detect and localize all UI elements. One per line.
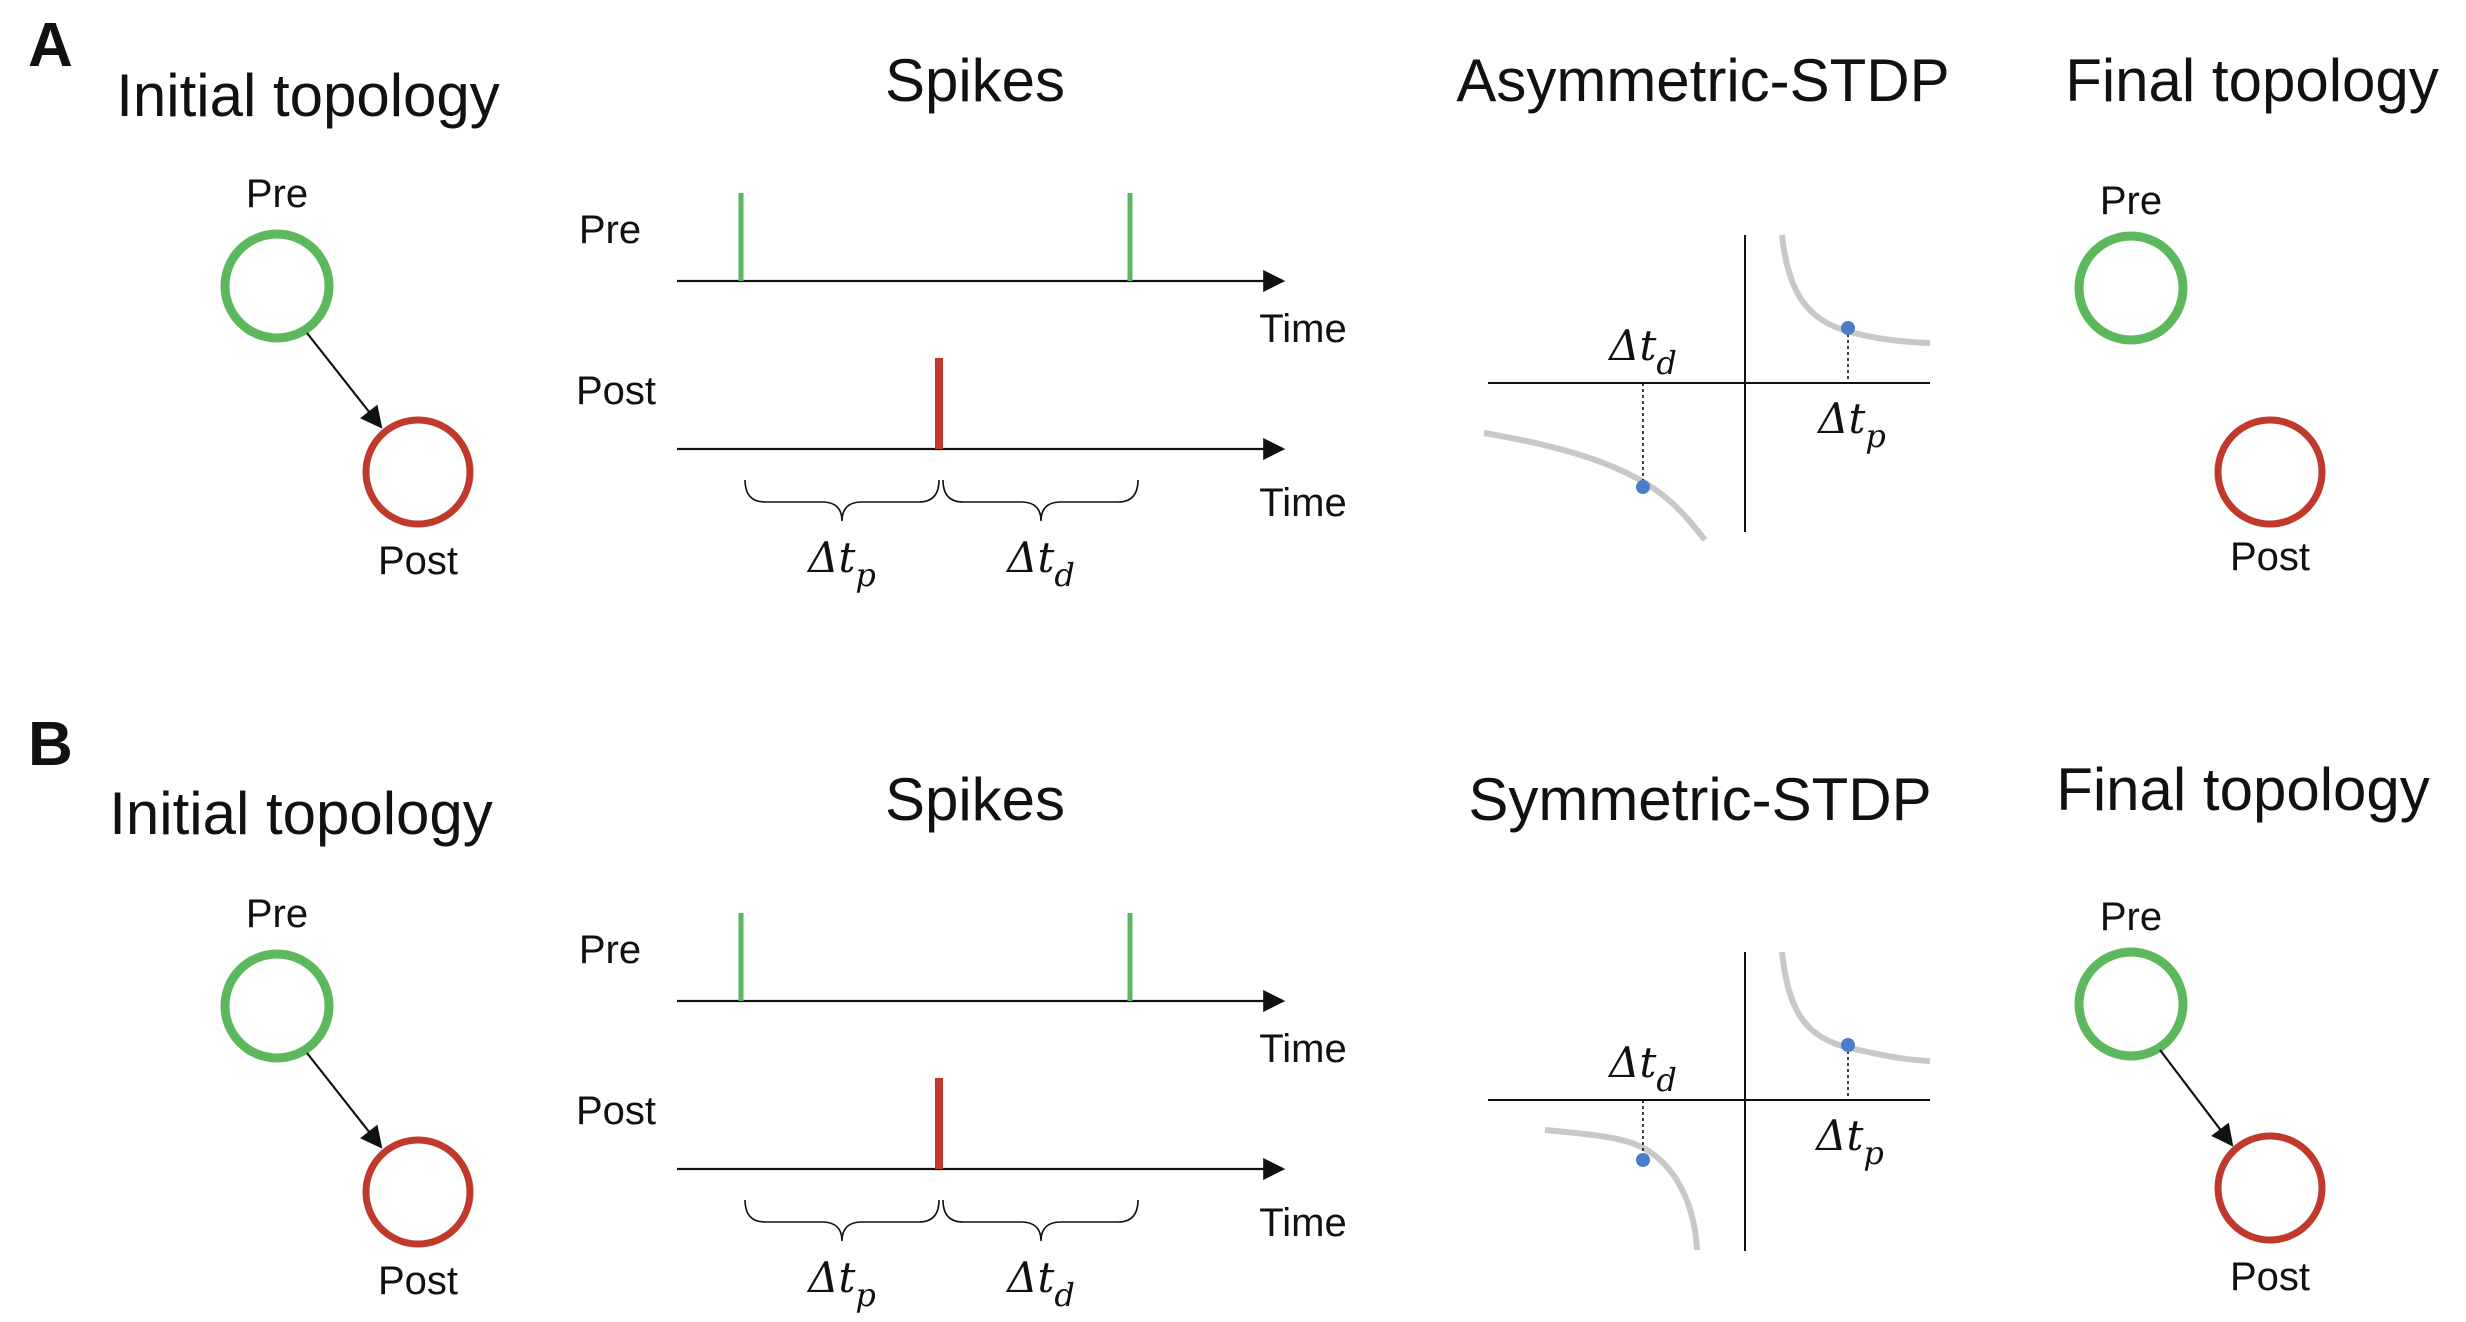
stdp-title: Asymmetric-STDP [1456,47,1949,114]
initial-topology-title: Initial topology [109,780,493,847]
post-neuron [362,1136,474,1248]
pre-row-label: Pre [579,928,641,972]
final-topology-title: Final topology [2056,756,2430,823]
post-label: Post [378,539,458,583]
stdp-dtp-label: Δtp [1814,1111,1884,1172]
time-label: Time [1259,481,1346,525]
post-neuron [2214,416,2326,528]
initial-topology-title: Initial topology [116,62,500,129]
final-topology: Final topology Pre Post [2065,47,2439,579]
initial-topology: Initial topology Pre Post [109,780,493,1303]
dtd-label: Δtd [1005,1253,1075,1314]
pre-label: Pre [246,892,308,936]
synapse-arrow [306,332,383,429]
time-label: Time [1259,307,1346,351]
dtd-brace [942,479,1139,522]
panel-b: B Initial topology Pre Post Spikes Pre T… [28,710,2430,1314]
pre-neuron [2074,947,2188,1061]
spikes-diagram: Spikes Pre Time Post Time Δtp Δtd [576,47,1347,594]
pre-neuron [220,949,334,1063]
dtp-brace [744,479,940,522]
ltd-point [1636,480,1650,494]
spikes-title: Spikes [885,47,1065,114]
stdp-dtd-label: Δtd [1607,321,1677,382]
pre-label: Pre [2100,179,2162,223]
pre-neuron [2074,231,2188,345]
panel-letter: B [28,710,73,779]
pre-label: Pre [2100,895,2162,939]
dtd-brace [942,1199,1139,1242]
ltp-curve [1779,951,1931,1064]
dtp-label: Δtp [806,533,876,594]
post-label: Post [378,1259,458,1303]
post-row-label: Post [576,369,656,413]
synapse-arrow [306,1052,383,1149]
initial-topology: Initial topology Pre Post [116,62,500,583]
panel-a: A Initial topology Pre Post Spikes Pre T… [28,11,2439,594]
spikes-title: Spikes [885,766,1065,833]
post-label: Post [2230,1255,2310,1299]
panel-letter: A [28,11,73,80]
stdp-curve-plot: Symmetric-STDP Δtd Δtp [1468,766,1932,1251]
stdp-dtd-label: Δtd [1607,1038,1677,1099]
post-neuron [2214,1132,2326,1244]
final-topology-title: Final topology [2065,47,2439,114]
ltp-point [1841,1038,1855,1052]
ltp-curve [1779,234,1931,346]
post-label: Post [2230,535,2310,579]
pre-neuron [220,229,334,343]
time-label: Time [1259,1027,1346,1071]
pre-label: Pre [246,172,308,216]
post-row-label: Post [576,1089,656,1133]
time-label: Time [1259,1201,1346,1245]
post-neuron [362,416,474,528]
final-topology: Final topology Pre Post [2056,756,2430,1299]
ltd-curve [1483,430,1708,542]
dtp-brace [744,1199,940,1242]
ltd-point [1636,1153,1650,1167]
synapse-arrow [2159,1049,2234,1147]
stdp-title: Symmetric-STDP [1468,766,1931,833]
ltp-point [1841,321,1855,335]
stdp-dtp-label: Δtp [1816,394,1886,455]
ltd-curve [1544,1127,1700,1251]
dtp-label: Δtp [806,1253,876,1314]
spikes-diagram: Spikes Pre Time Post Time Δtp Δtd [576,766,1347,1314]
stdp-curve-plot: Asymmetric-STDP Δtd Δtp [1456,47,1950,542]
pre-row-label: Pre [579,208,641,252]
dtd-label: Δtd [1005,533,1075,594]
